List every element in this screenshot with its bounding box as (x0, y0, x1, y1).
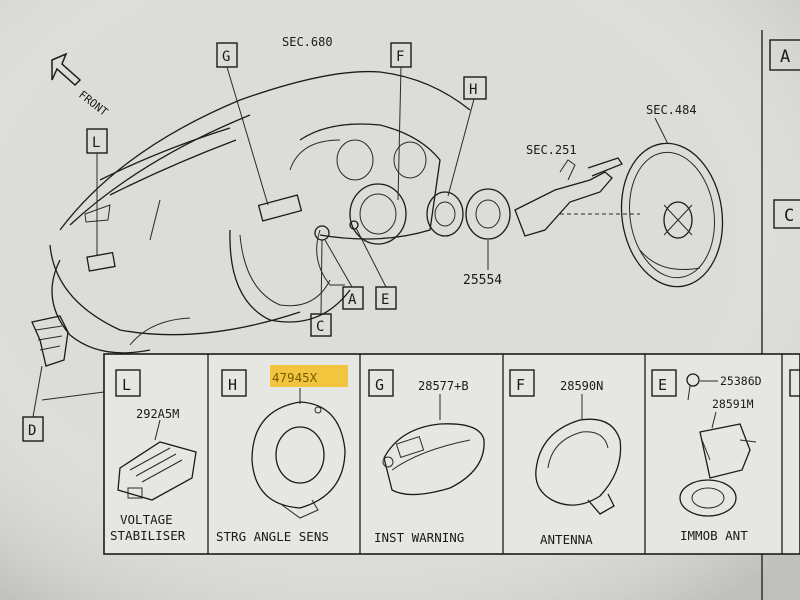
svg-text:D: D (28, 423, 36, 439)
panel-letter-box (221, 369, 247, 397)
panel-letter: G (375, 376, 384, 394)
panel-immob-antenna: E 25386D 28591M IMMOB ANT (651, 369, 762, 543)
panel-letter-box (509, 369, 535, 397)
part-name: STRG ANGLE SENS (216, 529, 329, 544)
sec-680-label: SEC.680 (282, 35, 333, 49)
panel-letter: H (228, 376, 237, 394)
part-number: 28590N (560, 379, 603, 393)
part-number: 28591M (712, 397, 754, 411)
dashboard-illustration (31, 70, 471, 367)
part-name: IMMOB ANT (680, 528, 748, 543)
antenna-ring-icon (535, 418, 622, 515)
sec-484-label: SEC.484 (646, 103, 697, 117)
part-number-25554: 25554 (463, 240, 502, 288)
svg-text:C: C (784, 206, 794, 226)
callout-d: D (22, 365, 105, 442)
steering-wheel-illustration (620, 117, 724, 288)
right-edge-label-a: A (769, 39, 800, 71)
immobiliser-antenna-icon (679, 423, 757, 517)
part-name: ANTENNA (540, 532, 593, 547)
part-name-line1: VOLTAGE (120, 512, 173, 527)
callout-e: E (355, 227, 397, 310)
part-number: 292A5M (136, 407, 179, 421)
panel-inst-warning: G 28577+B INST WARNING (368, 369, 485, 545)
screw-icon (686, 373, 700, 387)
part-number-highlight (270, 365, 348, 387)
callout-l: L (86, 128, 108, 255)
part-name-line2: STABILISER (110, 528, 186, 543)
svg-text:L: L (92, 135, 100, 151)
panel-letter-box (368, 369, 394, 397)
part-number-screw: 25386D (720, 374, 762, 388)
panel-letter: E (658, 376, 667, 394)
next-panel-partial (789, 369, 800, 397)
voltage-stabiliser-icon (117, 441, 197, 501)
svg-text:F: F (396, 49, 404, 65)
svg-text:A: A (348, 292, 357, 308)
sec-251-label: SEC.251 (526, 143, 577, 157)
right-edge-label-c: C (773, 199, 800, 229)
svg-text:H: H (469, 82, 477, 98)
svg-text:G: G (222, 49, 230, 65)
panel-letter-box (115, 369, 141, 397)
svg-text:A: A (780, 47, 790, 67)
panel-steering-angle-sensor: H 47945X STRG ANGLE SENS (216, 365, 348, 544)
svg-text:C: C (316, 319, 324, 335)
panel-letter: F (516, 376, 525, 394)
svg-text:25554: 25554 (463, 273, 502, 288)
steering-angle-sensor-icon (251, 401, 346, 519)
panel-voltage-stabiliser: L 292A5M VOLTAGE STABILISER (110, 369, 197, 543)
part-number: 47945X (272, 370, 318, 385)
inst-warning-icon (382, 423, 485, 496)
callout-f: F (390, 42, 412, 201)
callout-c: C (310, 239, 332, 337)
panel-letter: L (122, 376, 131, 394)
part-number: 28577+B (418, 379, 469, 393)
panel-antenna: F 28590N ANTENNA (509, 369, 622, 547)
parts-detail-strip (103, 353, 800, 555)
callout-h: H (447, 76, 487, 197)
svg-text:E: E (381, 292, 389, 308)
callout-a: A (324, 239, 364, 310)
callout-g: G (216, 42, 269, 206)
column-illustration (426, 157, 640, 240)
part-name: INST WARNING (374, 530, 464, 545)
panel-letter-box (651, 369, 677, 397)
